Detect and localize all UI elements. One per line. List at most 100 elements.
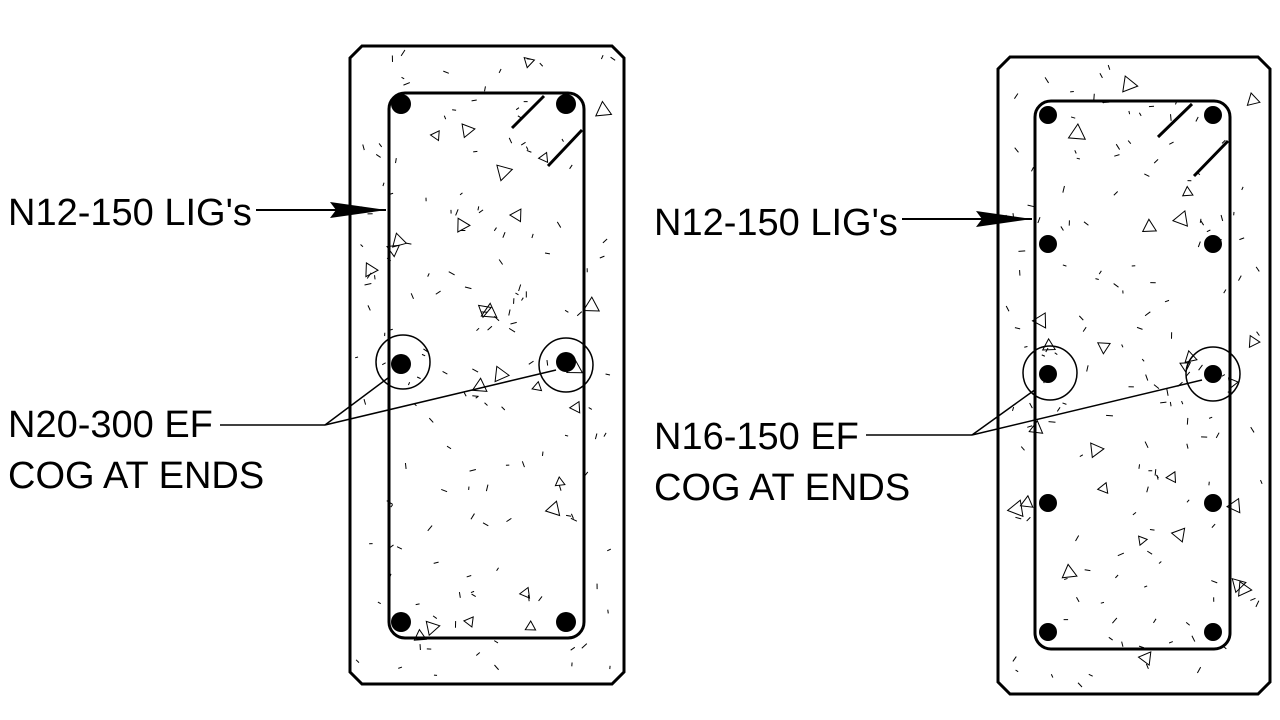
hatch-dash (1144, 441, 1149, 449)
hatch-dash (610, 56, 616, 61)
hatch-dash (428, 417, 434, 423)
hatch-dash (1256, 331, 1260, 336)
hatch-triangle (1184, 349, 1198, 363)
hatch-triangle (1096, 342, 1111, 355)
hatch-dash (594, 433, 598, 440)
hatch-dash (1060, 226, 1064, 231)
hatch-triangle (1179, 362, 1192, 373)
hatch-dash (1054, 352, 1058, 355)
section-right: N12-150 LIG's N16-150 EF COG AT ENDS (654, 55, 1272, 696)
hatch-dash (1221, 139, 1226, 144)
hatch-dash (442, 371, 448, 375)
hatch-dash (531, 233, 534, 239)
hatch-triangle (471, 377, 488, 392)
hatch-dash (1041, 354, 1046, 357)
hatch-dash (1158, 561, 1162, 564)
hatch-dash (1112, 617, 1118, 624)
main-bars-label-line1: N16-150 EF (654, 416, 859, 458)
hatch-dash (508, 327, 516, 333)
hatch-dash (1170, 114, 1172, 121)
hatch-dash (382, 182, 385, 187)
hatch-dash (576, 311, 583, 317)
hatch-dash (435, 290, 441, 295)
hatch-dash (1086, 365, 1089, 372)
hatch-dash (1211, 580, 1218, 584)
hatch-triangle (1061, 563, 1078, 579)
hatch-dash (1077, 682, 1083, 688)
ligature (387, 91, 586, 640)
hatch-triangle (413, 628, 428, 641)
hatch-dash (415, 603, 420, 606)
hatch-dash (1241, 186, 1244, 191)
hatch-dash (1029, 402, 1033, 409)
hatch-dash (1113, 283, 1119, 288)
hatch-dash (427, 273, 430, 277)
hatch-dash (1195, 116, 1199, 122)
rebar-dot (1204, 235, 1222, 253)
hatch-triangle (1141, 218, 1158, 233)
hatch-dash (1079, 454, 1084, 458)
main-bars-label-line1: N20-300 EF (8, 404, 213, 446)
hatch-triangle (1231, 577, 1247, 594)
hatch-dash (1117, 552, 1125, 557)
hatch-triangle (1137, 651, 1152, 667)
hatch-dash (1197, 241, 1201, 248)
hatch-dash (521, 297, 524, 301)
hatch-dash (1215, 432, 1220, 439)
rebar-dot (391, 94, 411, 114)
hatch-dash (564, 309, 569, 313)
hatch-dash (1144, 311, 1151, 317)
hatch-dash (401, 76, 405, 80)
hatch-triangle (1238, 580, 1253, 597)
hatch-dash (501, 406, 506, 411)
hatch-dash (1106, 414, 1113, 417)
callout-circle (1185, 346, 1241, 402)
hatch-dash (476, 327, 480, 332)
hatch-dash (374, 275, 376, 280)
hatch-dash (396, 546, 403, 550)
hatch-dash (520, 141, 526, 146)
hatch-dash (493, 640, 499, 644)
hatch-dash (1070, 116, 1076, 119)
ligature-hook (510, 94, 584, 168)
hatch-dash (1138, 112, 1142, 117)
ligatures-leader (902, 211, 1032, 227)
hatch-dash (375, 154, 381, 158)
hatch-dash (581, 643, 588, 649)
hatch-dash (502, 231, 506, 238)
hatch-triangle (425, 620, 441, 637)
hatch-dash (443, 115, 447, 120)
hatch-dash (367, 305, 371, 311)
concrete-outline (348, 44, 626, 686)
hatch-dash (558, 484, 562, 491)
rebar-dot (1039, 365, 1057, 383)
hatch-triangle (1248, 334, 1261, 349)
hatch-dash (1146, 486, 1149, 493)
hatch-dash (1255, 600, 1260, 608)
ligatures-leader (256, 202, 386, 218)
hatch-dash (1169, 401, 1172, 407)
hatch-dash (1076, 596, 1080, 603)
hatch-dash (506, 517, 512, 523)
hatch-dash (1108, 636, 1113, 641)
rebar-dot (556, 612, 576, 632)
hatch-dash (1198, 364, 1203, 371)
hatch-triangle (1041, 337, 1057, 351)
hatch-triangle (1090, 442, 1105, 459)
hatch-dash (364, 283, 372, 286)
hatch-triangle (494, 365, 511, 383)
hatch-dash (470, 590, 475, 594)
hatch-dash (398, 666, 403, 669)
hatch-dash (1078, 315, 1084, 321)
hatch-dash (1138, 464, 1141, 469)
hatch-triangle (1096, 481, 1109, 494)
callout-circles (375, 334, 594, 393)
hatch-dash (605, 373, 611, 376)
hatch-dash (1018, 250, 1026, 252)
hatch-dash (354, 356, 359, 359)
hatch-dash (1121, 344, 1124, 348)
hatch-dash (363, 398, 367, 405)
hatch-dash (564, 434, 569, 437)
hatch-dash (1164, 299, 1170, 303)
callout-circles (1022, 345, 1241, 402)
